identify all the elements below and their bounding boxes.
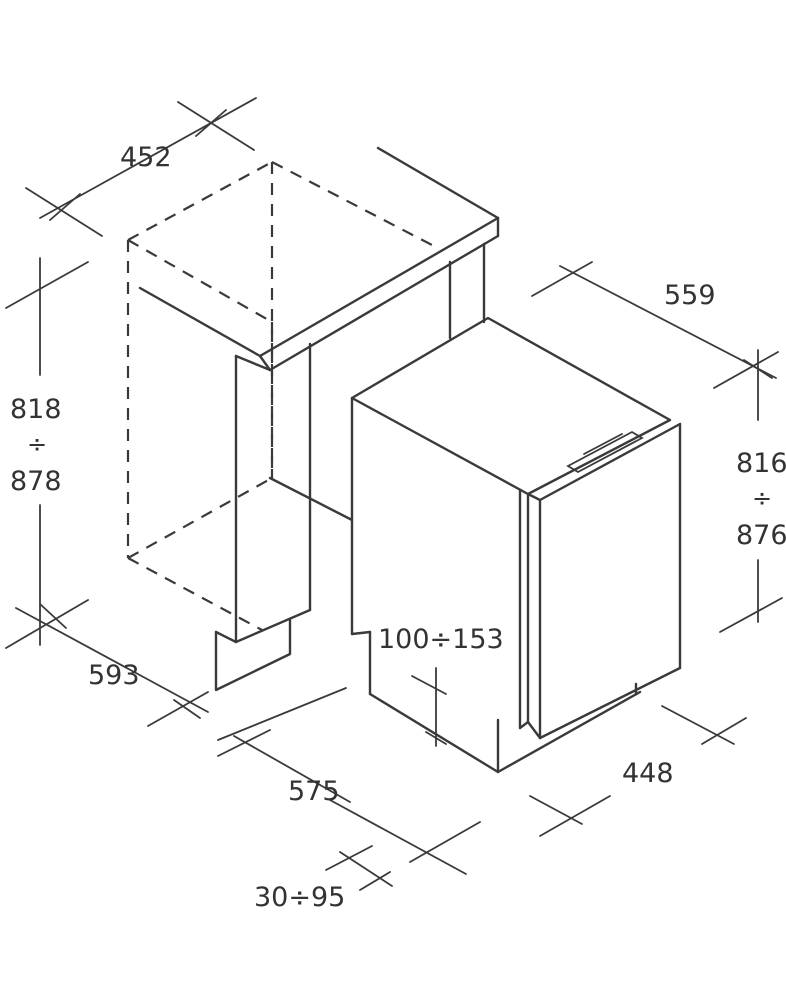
label-appliance-width: 448 xyxy=(622,758,674,789)
label-appliance-depth: 575 xyxy=(288,776,340,807)
dim-452 xyxy=(25,97,257,237)
niche-dashed-outline xyxy=(126,161,433,631)
label-niche-height-min: 818 xyxy=(10,394,62,425)
label-plinth-height: 100÷153 xyxy=(378,624,504,655)
worktop xyxy=(138,146,500,372)
label-niche-height-max: 878 xyxy=(10,466,62,497)
control-panel xyxy=(566,430,644,474)
label-appliance-height-max: 876 xyxy=(736,520,786,551)
label-plinth-setback: 30÷95 xyxy=(254,882,345,913)
label-appliance-height-min: 816 xyxy=(736,448,786,479)
label-appliance-height-sep: ÷ xyxy=(752,484,772,512)
dim-816-876 xyxy=(719,349,783,633)
dishwasher-body xyxy=(350,316,682,774)
dim-30-95 xyxy=(325,845,393,891)
dim-100-153 xyxy=(411,667,447,747)
dim-593 xyxy=(15,603,209,727)
label-niche-width: 452 xyxy=(120,142,172,173)
label-niche-depth: 593 xyxy=(88,660,140,691)
dim-448 xyxy=(529,705,747,837)
label-appliance-depth-top: 559 xyxy=(664,280,716,311)
label-niche-height-sep: ÷ xyxy=(27,430,47,458)
side-panel xyxy=(214,342,354,692)
dim-559 xyxy=(531,261,779,389)
dim-575 xyxy=(217,687,481,875)
